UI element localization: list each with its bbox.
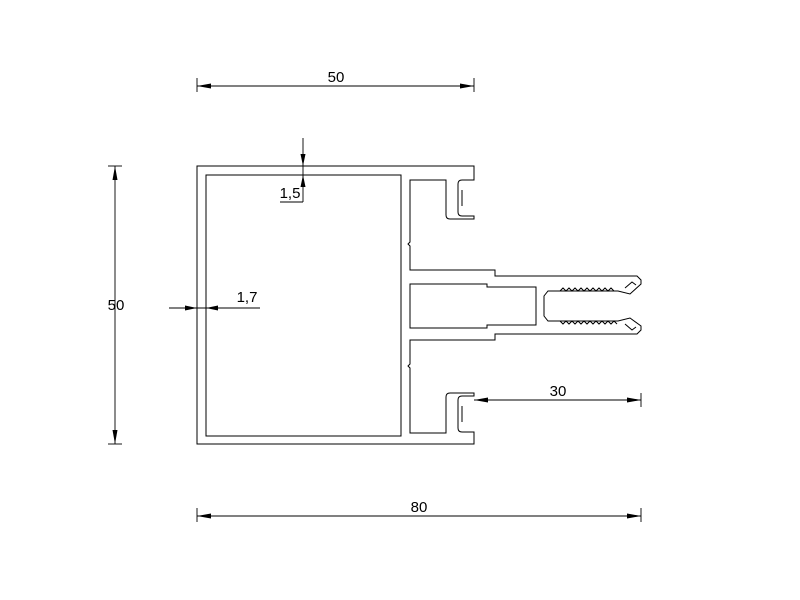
connector-serrations-bottom <box>559 320 618 325</box>
dimension-top-width: 50 <box>196 69 475 92</box>
connector-slot <box>409 283 537 329</box>
dimension-total-width: 80 <box>196 499 642 522</box>
dimension-wall-top-label: 1,5 <box>280 185 301 202</box>
dimension-height-label: 50 <box>108 297 125 314</box>
aluminium-profile <box>196 165 642 445</box>
dimension-wall-side-label: 1,7 <box>237 289 258 306</box>
profile-outer-outline <box>196 165 642 445</box>
dimension-wall-top: 1,5 <box>280 138 306 203</box>
dimension-connector-length-label: 30 <box>550 383 567 400</box>
dimension-top-width-label: 50 <box>328 69 345 86</box>
dimension-wall-side: 1,7 <box>169 289 260 311</box>
connector-serrations-top <box>559 287 615 292</box>
dimension-total-width-label: 80 <box>411 499 428 516</box>
connector-tip-hook-top <box>624 281 637 289</box>
dimension-connector-length: 30 <box>474 383 642 407</box>
profile-inner-chamber <box>205 174 402 437</box>
connector-tip-hook-bottom <box>624 323 637 331</box>
dimension-height: 50 <box>108 165 125 445</box>
